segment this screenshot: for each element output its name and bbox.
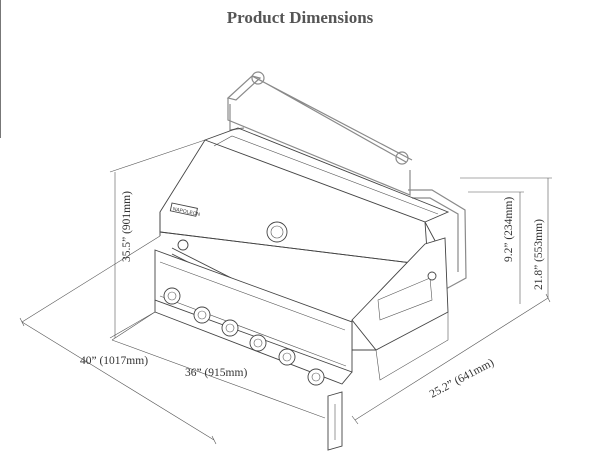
front-bracket [327,391,343,451]
knob-5 [278,348,296,366]
dimension-lines [19,139,552,445]
page-title: Product Dimensions [226,8,374,27]
knob-1 [163,287,181,305]
knob-3 [221,319,239,337]
brand-plate: NAPOLEON [169,202,201,218]
dim-width-cutout: 36” (915mm) [185,367,247,379]
brand-plate-label: NAPOLEON [172,206,201,218]
dim-width-overall: 40” (1017mm) [80,355,148,367]
dim-depth: 25.2” (641mm) [428,357,496,401]
page-edge-rule [0,0,1,138]
rotisserie-outline [226,71,467,291]
dim-height-hood: 21.8” (553mm) [533,219,545,290]
control-knobs [163,287,325,386]
knob-2 [193,306,211,324]
knob-4 [249,334,267,352]
control-panel [154,249,353,385]
dim-height-overall: 35.5” (901mm) [121,191,133,262]
dim-height-body: 9.2” (234mm) [503,197,515,262]
knob-6 [307,368,325,386]
